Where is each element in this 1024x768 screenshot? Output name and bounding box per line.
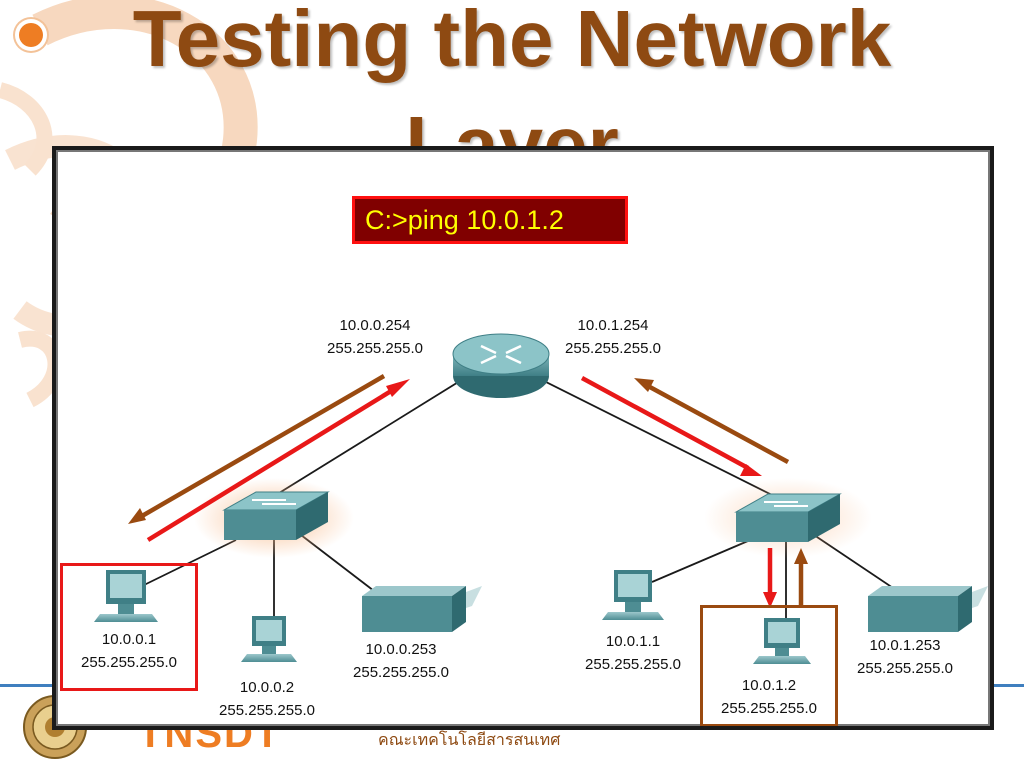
host-label-10-0-0-1: 10.0.0.1 255.255.255.0 [60, 628, 198, 674]
host-ip: 10.0.1.2 [741, 677, 797, 694]
router-icon [452, 333, 550, 398]
network-diagram-panel: C:>ping 10.0.1.2 10.0.0.254 255.255.255.… [52, 146, 994, 730]
network-diagram [94, 333, 988, 664]
host-ip: 10.0.0.2 [239, 679, 295, 696]
pc-icon-destination [753, 618, 811, 664]
printer-icon-10-0-1-253 [868, 586, 988, 632]
reply-arrows [128, 374, 808, 606]
router-right-interface-label: 10.0.1.254 255.255.255.0 [548, 314, 678, 360]
host-ip: 10.0.0.1 [101, 631, 157, 648]
reply-arrow-switch-to-router [646, 384, 790, 464]
host-mask: 255.255.255.0 [721, 700, 817, 717]
link-router-right-switch [533, 375, 787, 503]
destination-host-highlight [700, 605, 838, 726]
host-mask: 255.255.255.0 [81, 654, 177, 671]
router-left-mask: 255.255.255.0 [327, 340, 423, 357]
request-arrows [146, 376, 777, 608]
host-label-10-0-1-253: 10.0.1.253 255.255.255.0 [840, 634, 970, 680]
host-mask: 255.255.255.0 [353, 664, 449, 681]
ping-command-box: C:>ping 10.0.1.2 [352, 196, 628, 244]
pc-icon-10-0-0-2 [241, 616, 297, 662]
printer-icon-10-0-0-253 [362, 586, 482, 632]
pc-icon-source [94, 570, 158, 622]
host-ip: 10.0.1.1 [605, 633, 661, 650]
link-router-left-switch [270, 375, 469, 499]
router-left-interface-label: 10.0.0.254 255.255.255.0 [310, 314, 440, 360]
host-label-10-0-0-2: 10.0.0.2 255.255.255.0 [202, 676, 332, 722]
router-left-ip: 10.0.0.254 [339, 317, 411, 334]
reply-arrow-router-to-pc [140, 374, 386, 518]
right-switch-icon [704, 478, 872, 558]
host-label-10-0-1-1: 10.0.1.1 255.255.255.0 [568, 630, 698, 676]
pc-icon-10-0-1-1 [602, 570, 664, 620]
footer-faculty-text: คณะเทคโนโลยีสารสนเทศ [378, 730, 561, 749]
router-right-mask: 255.255.255.0 [565, 340, 661, 357]
source-host-highlight [60, 563, 198, 691]
host-label-10-0-1-2: 10.0.1.2 255.255.255.0 [700, 674, 838, 720]
host-ip: 10.0.0.253 [365, 641, 437, 658]
router-right-ip: 10.0.1.254 [577, 317, 649, 334]
left-switch-icon [194, 478, 354, 558]
host-mask: 255.255.255.0 [585, 656, 681, 673]
host-ip: 10.0.1.253 [869, 637, 941, 654]
host-mask: 255.255.255.0 [219, 702, 315, 719]
title-bullet-icon [19, 23, 43, 47]
request-arrow-router-to-switch [580, 376, 750, 470]
request-arrow-pc-to-router [146, 386, 398, 542]
host-label-10-0-0-253: 10.0.0.253 255.255.255.0 [336, 638, 466, 684]
host-mask: 255.255.255.0 [857, 660, 953, 677]
